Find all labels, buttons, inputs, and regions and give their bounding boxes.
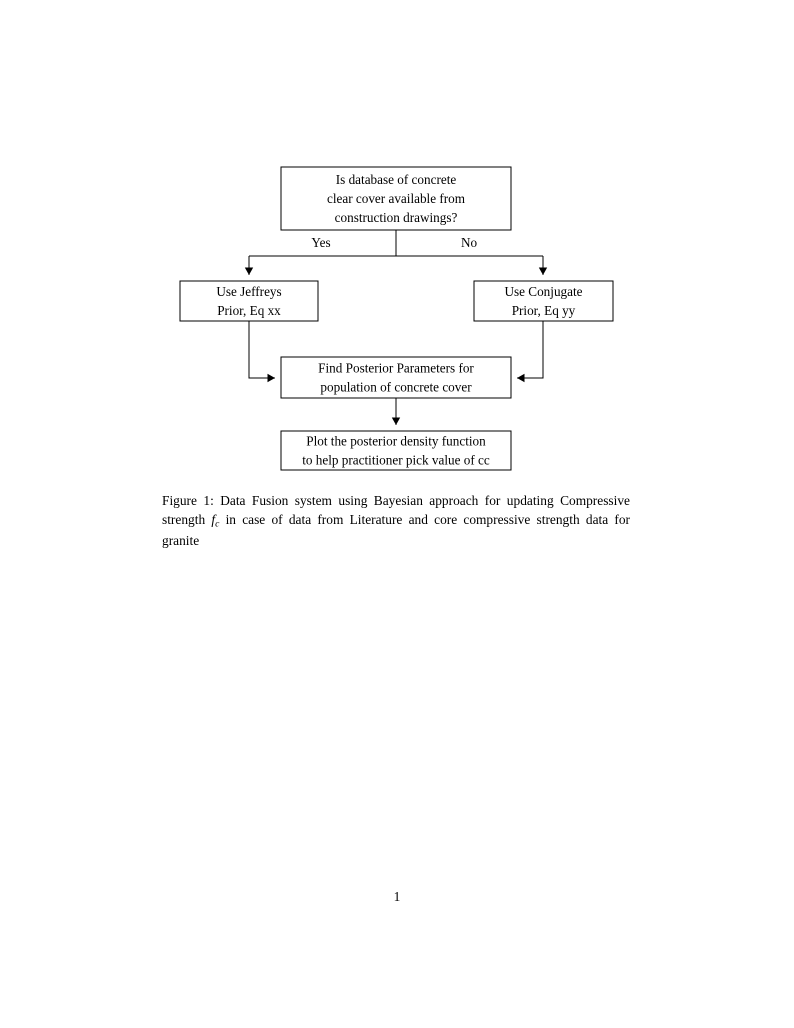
edge-label-yes: Yes xyxy=(311,235,330,250)
caption-text-after: in case of data from Literature and core… xyxy=(162,512,630,549)
connector-jeffreys-to-posterior xyxy=(248,321,275,379)
process-node-plot-posterior-density-line-2: to help practitioner pick value of cc xyxy=(302,453,490,468)
connector-conjugate-to-posterior-arrowhead xyxy=(517,373,525,383)
flowchart-canvas: Is database of concrete clear cover avail… xyxy=(179,166,614,471)
process-node-plot-posterior-density: Plot the posterior density function to he… xyxy=(280,430,512,471)
caption-label: Figure 1: xyxy=(162,493,214,508)
process-node-jeffreys-prior-line-1: Use Jeffreys xyxy=(216,284,281,299)
decision-node-database-available: Is database of concrete clear cover avail… xyxy=(280,166,512,231)
process-node-plot-posterior-density-line-1: Plot the posterior density function xyxy=(306,434,486,449)
figure-flowchart: Is database of concrete clear cover avail… xyxy=(0,0,794,490)
caption-math-variable: f xyxy=(211,512,216,528)
connector-yes-down-arrowhead xyxy=(244,267,254,275)
flowchart-nodes: Is database of concrete clear cover avail… xyxy=(179,166,614,471)
process-node-plot-posterior-density-box xyxy=(280,430,512,471)
process-node-conjugate-prior-box xyxy=(473,280,614,322)
caption-text-before: Data Fusion system using Bayesian approa… xyxy=(162,493,630,528)
process-node-conjugate-prior-line-1: Use Conjugate xyxy=(504,284,582,299)
process-node-find-posterior-parameters-line-1: Find Posterior Parameters for xyxy=(318,361,474,376)
figure-caption: Figure 1: Data Fusion system using Bayes… xyxy=(162,491,630,550)
process-node-jeffreys-prior-line-2: Prior, Eq xx xyxy=(217,303,281,318)
page-number: 1 xyxy=(393,889,401,904)
process-node-find-posterior-parameters: Find Posterior Parameters for population … xyxy=(280,356,512,399)
decision-node-database-available-line-2: clear cover available from xyxy=(327,191,466,206)
edge-label-no: No xyxy=(461,235,478,250)
process-node-find-posterior-parameters-line-2: population of concrete cover xyxy=(320,380,472,395)
flowchart-edge-labels: Yes No xyxy=(311,235,477,250)
caption-math-subscript: c xyxy=(215,518,220,530)
connector-jeffreys-to-posterior-arrowhead xyxy=(267,373,275,383)
process-node-jeffreys-prior-box xyxy=(179,280,319,322)
process-node-conjugate-prior-line-2: Prior, Eq yy xyxy=(512,303,576,318)
flowchart-connectors xyxy=(244,230,548,425)
decision-node-database-available-line-1: Is database of concrete xyxy=(336,172,457,187)
connector-conjugate-to-posterior xyxy=(517,321,544,379)
connector-no-down-arrowhead xyxy=(538,267,548,275)
process-node-find-posterior-parameters-box xyxy=(280,356,512,399)
decision-node-database-available-box xyxy=(280,166,512,231)
decision-node-database-available-line-3: construction drawings? xyxy=(335,210,458,225)
connector-posterior-to-plot-arrowhead xyxy=(391,417,401,425)
